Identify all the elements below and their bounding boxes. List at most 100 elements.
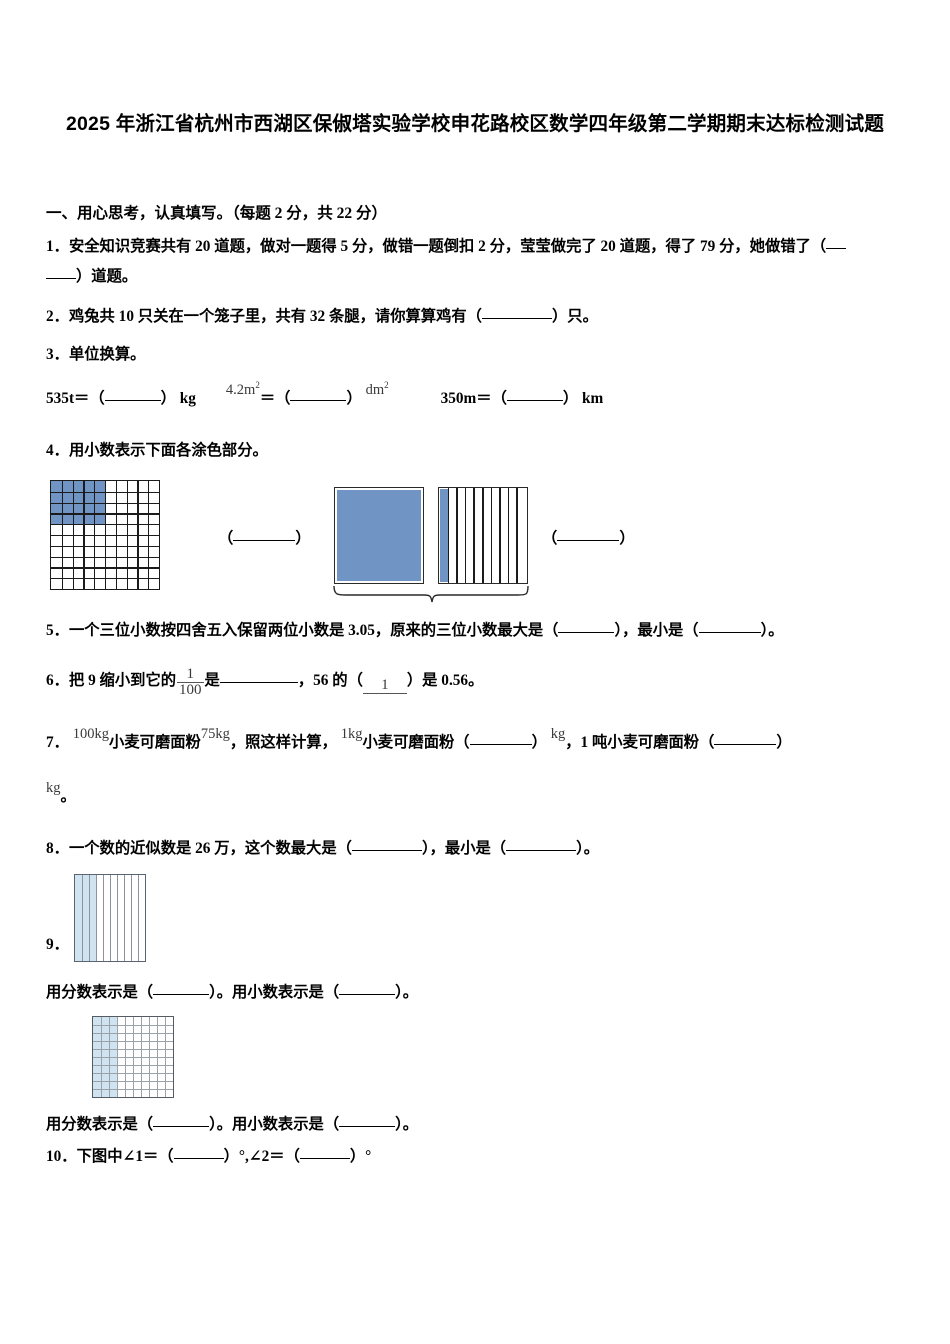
- question-2-blank[interactable]: [481, 318, 552, 319]
- question-7-text-g: 。: [60, 788, 76, 806]
- question-10-text-a: 下图中∠1＝（: [76, 1148, 174, 1166]
- conversion-2-exponent: 2: [255, 380, 260, 390]
- question-4-number: 4．: [46, 442, 69, 459]
- question-6-blank-1[interactable]: [219, 682, 298, 683]
- figure-square-10-strips: [438, 487, 528, 584]
- question-7-unit-75kg: 75kg: [200, 726, 230, 743]
- question-8-text-a: 一个数的近似数是 26 万，这个数最大是（: [68, 840, 352, 858]
- question-9-caption-c: ）。: [395, 984, 419, 1002]
- conversion-2-blank[interactable]: [290, 400, 347, 401]
- question-6-text-c: ，56 的（: [297, 672, 363, 689]
- question-4-blank-2: （）: [542, 526, 635, 548]
- question-10-blank-angle1[interactable]: [173, 1158, 224, 1160]
- question-9-blank-decimal[interactable]: [339, 994, 396, 996]
- question-4-blank-2-close: ）: [619, 530, 635, 547]
- conversion-1-left: 535t＝（: [46, 390, 105, 407]
- question-9-figure-block: 9．: [46, 874, 904, 970]
- section-heading: 一、用心思考，认真填写。（每题 2 分，共 22 分）: [46, 205, 388, 222]
- question-5-text-a: 一个三位小数按四舍五入保留两位小数是 3.05，原来的三位小数最大是（: [68, 622, 559, 639]
- figure-square-fully-shaded: [334, 487, 424, 584]
- question-4-blank-2-open: （: [542, 530, 558, 547]
- question-5-blank-max[interactable]: [558, 632, 615, 633]
- question-3-number: 3．: [46, 346, 69, 363]
- question-2: 2．鸡兔共 10 只关在一个笼子里，共有 32 条腿，请你算算鸡有（）只。: [46, 292, 904, 332]
- question-8-blank-max[interactable]: [351, 850, 422, 852]
- question-7-text-a: 小麦可磨面粉: [109, 734, 201, 752]
- question-4-blank-1-input[interactable]: [233, 540, 296, 541]
- question-4-blank-2-input[interactable]: [557, 540, 620, 541]
- question-8-text-b: ），最小是（: [421, 840, 507, 858]
- question-1-blank-part2[interactable]: [46, 278, 76, 279]
- question-7-blank-2[interactable]: [714, 744, 777, 746]
- question-5-text-b: ），最小是（: [614, 622, 699, 639]
- conversion-2-unit-text: dm: [365, 382, 385, 398]
- question-4-blank-1-open: （: [218, 530, 234, 547]
- question-9-number: 9．: [46, 936, 69, 954]
- question-7: 7． 100kg小麦可磨面粉75kg，照这样计算， 1kg小麦可磨面粉（ ） kg…: [46, 698, 904, 758]
- conversion-2-unit: dm2: [365, 380, 389, 398]
- conversion-tonnes-to-kg: 535t＝（） kg: [46, 384, 196, 414]
- fraction-2-numerator: 1: [362, 677, 407, 695]
- question-10-blank-angle2[interactable]: [299, 1158, 350, 1160]
- question-10: 10．下图中∠1＝（）°,∠2＝（）°: [46, 1140, 904, 1172]
- question-6-text-d: ）是 0.56。: [406, 672, 484, 689]
- question-9b-caption-c: ）。: [395, 1116, 419, 1134]
- question-9-caption: 用分数表示是（ ）。用小数表示是（ ）。: [46, 970, 904, 1008]
- question-4-blank-1: （）: [218, 526, 311, 548]
- question-1-text-b: ）道题。: [76, 268, 138, 285]
- question-6-text-a: 把 9 缩小到它的: [68, 672, 177, 689]
- question-7-unit-kg-1: kg: [550, 726, 566, 743]
- question-9b-blank-decimal[interactable]: [339, 1126, 396, 1128]
- question-7-unit-1kg: 1kg: [340, 726, 363, 743]
- question-2-text-a: 鸡兔共 10 只关在一个笼子里，共有 32 条腿，请你算算鸡有（: [68, 308, 482, 325]
- question-1-text-a: 安全知识竞赛共有 20 道题，做对一题得 5 分，做错一题倒扣 2 分，莹莹做完…: [68, 238, 827, 255]
- figure-strip-shaded: [440, 489, 449, 582]
- question-8: 8．一个数的近似数是 26 万，这个数最大是（），最小是（）。: [46, 812, 904, 864]
- question-5-text-c: ）。: [760, 622, 784, 639]
- conversion-3-blank[interactable]: [506, 400, 563, 401]
- fraction-1-denominator: 100: [177, 682, 204, 698]
- question-5: 5．一个三位小数按四舍五入保留两位小数是 3.05，原来的三位小数最大是（ ），最…: [46, 596, 904, 646]
- figure-grid-lines: [51, 481, 159, 589]
- figure-strips-shaded-region: [75, 875, 96, 962]
- question-1-blank-part1[interactable]: [826, 248, 847, 249]
- question-6-fraction-blank[interactable]: 1: [362, 677, 407, 695]
- question-9b-caption-a: 用分数表示是（: [46, 1116, 154, 1134]
- question-7-text-d: ）: [531, 734, 547, 752]
- question-6-number: 6．: [46, 672, 69, 689]
- question-7-text-b: ，照这样计算，: [229, 734, 337, 752]
- question-7-continued: kg。: [46, 758, 904, 812]
- question-7-text-c: 小麦可磨面粉（: [362, 734, 470, 752]
- conversion-3-left: 350m＝（: [440, 390, 507, 407]
- question-5-number: 5．: [46, 622, 69, 639]
- conversion-2-unit-exponent: 2: [384, 380, 389, 390]
- question-7-text-f: ）: [776, 734, 792, 752]
- page-title: 2025 年浙江省杭州市西湖区保俶塔实验学校申花路校区数学四年级第二学期期末达标…: [65, 113, 885, 135]
- question-7-unit-100kg: 100kg: [72, 726, 110, 743]
- question-5-blank-min[interactable]: [698, 632, 761, 633]
- conversion-1-blank[interactable]: [104, 400, 161, 401]
- question-9-caption-b: ）。用小数表示是（: [209, 984, 340, 1002]
- question-1: 1．安全知识竞赛共有 20 道题，做对一题得 5 分，做错一题倒扣 2 分，莹莹…: [46, 227, 904, 292]
- question-7-blank-1[interactable]: [469, 744, 532, 746]
- question-9b-caption-b: ）。用小数表示是（: [209, 1116, 340, 1134]
- figure-square-shade: [337, 490, 421, 581]
- figure-grid-10x10-light: [92, 1016, 174, 1099]
- question-7-number: 7．: [46, 734, 69, 752]
- question-9-blank-fraction[interactable]: [153, 994, 210, 996]
- question-7-unit-kg-2: kg: [46, 780, 61, 797]
- figure-grid-10x10-shaded: [50, 480, 160, 590]
- question-7-text-e: ，1 吨小麦可磨面粉（: [565, 734, 715, 752]
- question-2-number: 2．: [46, 308, 69, 325]
- question-3: 3．单位换算。: [46, 332, 904, 370]
- question-8-blank-min[interactable]: [506, 850, 577, 852]
- question-9b-caption: 用分数表示是（ ）。用小数表示是（ ）。: [46, 1104, 904, 1140]
- question-9-caption-a: 用分数表示是（: [46, 984, 154, 1002]
- question-9b-blank-fraction[interactable]: [153, 1126, 210, 1128]
- conversion-2-value-text: 4.2m: [225, 382, 256, 398]
- figure-strips-10: [74, 874, 146, 963]
- question-4: 4．用小数表示下面各涂色部分。: [46, 414, 904, 466]
